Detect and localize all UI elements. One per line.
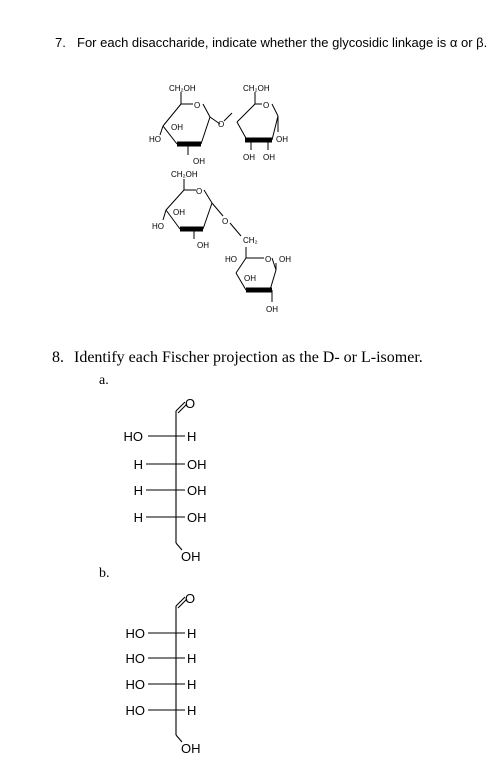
fischer-a-bottom-oh: OH xyxy=(181,549,201,564)
disaccharide-2-bridge-o: O xyxy=(222,217,228,226)
disaccharide-1-ring1-ch2oh: CH₂OH xyxy=(169,84,196,93)
disaccharide-1: CH₂OH O OH HO OH O CH₂OH O OH OH OH xyxy=(149,84,288,166)
disaccharide-2-ring1-oh-bottom: OH xyxy=(197,241,209,250)
disaccharide-1-ring1-oh-inner: OH xyxy=(171,123,183,132)
disaccharide-2-ring2-oh-right: OH xyxy=(279,255,291,264)
fischer-a-row1-right: H xyxy=(187,429,196,444)
disaccharide-1-ring-1 xyxy=(159,92,233,155)
fischer-a-top-oxygen: O xyxy=(185,396,195,411)
fischer-a-row3-right: OH xyxy=(187,483,207,498)
disaccharide-2-ring-1 xyxy=(162,179,242,239)
question-8-text: Identify each Fischer projection as the … xyxy=(74,349,423,366)
disaccharide-1-ring1-o: O xyxy=(194,101,200,110)
disaccharide-2-ring2-ch2: CH₂ xyxy=(243,236,258,245)
disaccharide-2: CH₂OH O OH HO OH O CH₂ HO O OH OH OH xyxy=(152,170,291,314)
fischer-b-bottom-oh: OH xyxy=(181,741,201,756)
question-7-number: 7. xyxy=(55,35,66,50)
disaccharide-1-ring2-oh-bottom-1: OH xyxy=(243,153,255,162)
question-8-number: 8. xyxy=(52,349,64,366)
fischer-a-row4-right: OH xyxy=(187,510,207,525)
fischer-b-row1-right: H xyxy=(187,626,196,641)
disaccharide-2-ring2-oh-inner: OH xyxy=(244,274,256,283)
disaccharide-2-ring2-ho: HO xyxy=(225,255,237,264)
disaccharide-1-bridge-o: O xyxy=(218,120,224,129)
fischer-b-row3-right: H xyxy=(187,677,196,692)
disaccharide-1-ring1-oh-bottom: OH xyxy=(193,157,205,166)
disaccharide-1-ring2-ch2oh: CH₂OH xyxy=(243,84,270,93)
fischer-b-row1-left: HO xyxy=(126,626,146,641)
fischer-projection-b: O HO H HO H HO H HO H OH xyxy=(126,591,201,756)
part-a-label: a. xyxy=(99,373,109,388)
fischer-b-row4-left: HO xyxy=(126,703,146,718)
fischer-a-row4-left: H xyxy=(134,510,143,525)
disaccharide-2-ring2-o: O xyxy=(265,255,271,264)
disaccharide-2-ring1-ho: HO xyxy=(152,222,164,231)
fischer-b-row4-right: H xyxy=(187,703,196,718)
disaccharide-1-ring2-oh-right: OH xyxy=(276,135,288,144)
fischer-projection-a: O HO H H OH H OH H OH OH xyxy=(124,396,207,564)
disaccharide-1-ring1-ho: HO xyxy=(149,135,161,144)
disaccharide-1-ring2-o: O xyxy=(263,101,269,110)
disaccharide-1-ring2-oh-bottom-2: OH xyxy=(263,153,275,162)
fischer-a-row2-left: H xyxy=(134,457,143,472)
fischer-b-row3-left: HO xyxy=(126,677,146,692)
part-b-label: b. xyxy=(99,566,110,581)
fischer-a-row2-right: OH xyxy=(187,457,207,472)
disaccharide-2-ring2-oh-bottom: OH xyxy=(266,305,278,314)
disaccharide-1-ring-2 xyxy=(236,92,279,150)
fischer-b-row2-right: H xyxy=(187,651,196,666)
question-7-text: For each disaccharide, indicate whether … xyxy=(77,35,488,50)
disaccharide-2-ring1-o: O xyxy=(196,187,202,196)
disaccharide-2-ring1-ch2oh: CH₂OH xyxy=(171,170,198,179)
fischer-a-row1-left: HO xyxy=(124,429,144,444)
fischer-a-row3-left: H xyxy=(134,483,143,498)
fischer-b-row2-left: HO xyxy=(126,651,146,666)
disaccharide-2-ring1-oh-inner: OH xyxy=(173,208,185,217)
fischer-b-top-oxygen: O xyxy=(185,591,195,606)
